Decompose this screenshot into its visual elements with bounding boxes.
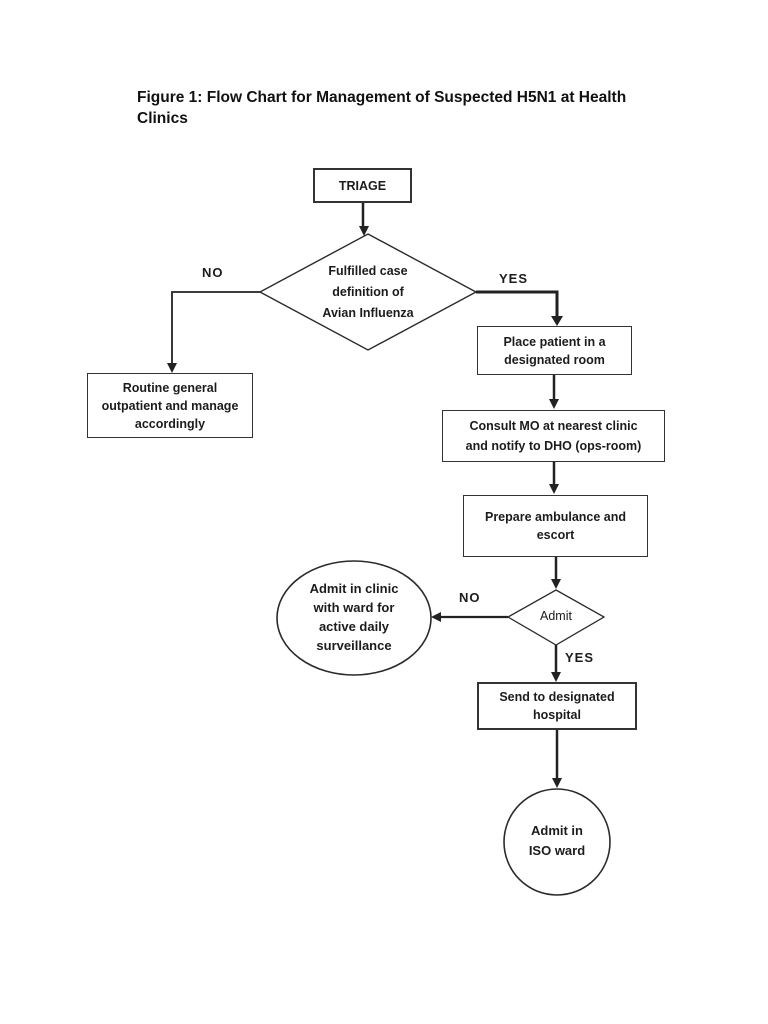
- figure-title: Figure 1: Flow Chart for Management of S…: [137, 89, 627, 127]
- node-place-patient: Place patient in a designated room: [477, 326, 632, 375]
- node-triage: TRIAGE: [313, 168, 412, 203]
- arrowhead-admit-no: [431, 612, 441, 622]
- arrowhead-send-to-iso: [552, 778, 562, 788]
- arrowhead-place-to-consult: [549, 399, 559, 409]
- edge-label-case-yes: YES: [499, 271, 529, 286]
- arrowhead-admit-yes: [551, 672, 561, 682]
- edge-label-case-no: NO: [202, 265, 224, 280]
- node-case-definition-label: Fulfilled case definition of Avian Influ…: [322, 263, 414, 320]
- arrowhead-case-yes: [551, 316, 563, 326]
- node-send-hospital: Send to designated hospital: [477, 682, 637, 730]
- arrowhead-triage-to-case: [359, 226, 369, 236]
- case-definition-diamond: [258, 233, 478, 351]
- node-prepare-ambulance: Prepare ambulance and escort: [463, 495, 648, 557]
- edge-label-admit-yes: YES: [565, 650, 595, 665]
- node-send-hospital-label: Send to designated hospital: [499, 690, 615, 722]
- node-admit-iso-ward-label: Admit in ISO ward: [528, 823, 586, 858]
- node-admit-decision-label: Admit: [540, 609, 572, 623]
- node-consult-mo-label: Consult MO at nearest clinic and notify …: [465, 419, 642, 453]
- node-routine-outpatient: Routine general outpatient and manage ac…: [87, 373, 253, 438]
- edge-case-yes: [476, 290, 559, 318]
- arrowhead-consult-to-prepare: [549, 484, 559, 494]
- node-place-patient-label: Place patient in a designated room: [503, 334, 606, 367]
- node-consult-mo: Consult MO at nearest clinic and notify …: [442, 410, 665, 462]
- arrowhead-prepare-to-admit: [551, 579, 561, 589]
- node-admit-clinic-label: Admit in clinic with ward for active dai…: [309, 581, 399, 653]
- node-triage-label: TRIAGE: [338, 178, 387, 193]
- edge-label-admit-no: NO: [459, 590, 481, 605]
- edge-case-no: [171, 291, 260, 366]
- admit-iso-ward-circle: [503, 788, 611, 896]
- admit-clinic-ellipse: [276, 560, 432, 676]
- node-routine-outpatient-label: Routine general outpatient and manage ac…: [101, 380, 239, 431]
- node-prepare-ambulance-label: Prepare ambulance and escort: [484, 510, 627, 542]
- arrowhead-case-no: [167, 363, 177, 373]
